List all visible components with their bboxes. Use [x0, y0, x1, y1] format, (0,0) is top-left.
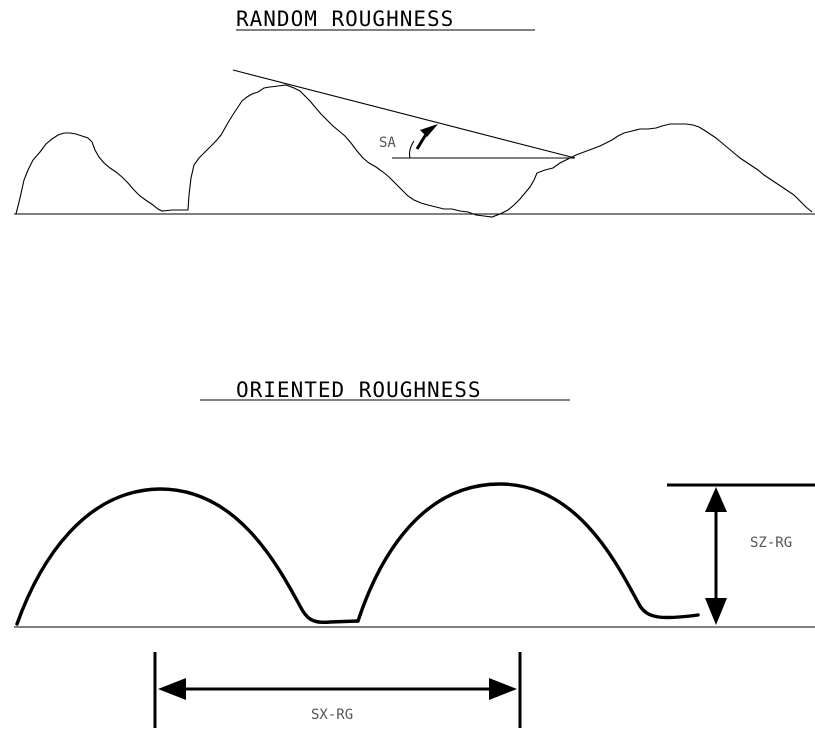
spacing-arrow-right-head: [489, 678, 517, 700]
spacing-arrow-left-head: [158, 678, 186, 700]
angle-arc: [408, 140, 415, 159]
first-arch: [15, 487, 360, 626]
height-arrow-up-head: [705, 487, 727, 512]
tangent-line: [232, 69, 576, 159]
height-arrow-down-head: [705, 598, 727, 625]
oriented-roughness-title: ORIENTED ROUGHNESS: [236, 378, 482, 402]
angle-arrow-shaft: [415, 130, 430, 150]
spacing-label: SX-RG: [311, 707, 353, 723]
angle-arrow-head: [420, 124, 438, 137]
random-roughness-profile: [15, 84, 813, 218]
angle-label: SA: [379, 135, 396, 151]
random-roughness-title: RANDOM ROUGHNESS: [236, 7, 454, 31]
height-label: SZ-RG: [750, 535, 792, 551]
second-arch: [356, 482, 700, 623]
